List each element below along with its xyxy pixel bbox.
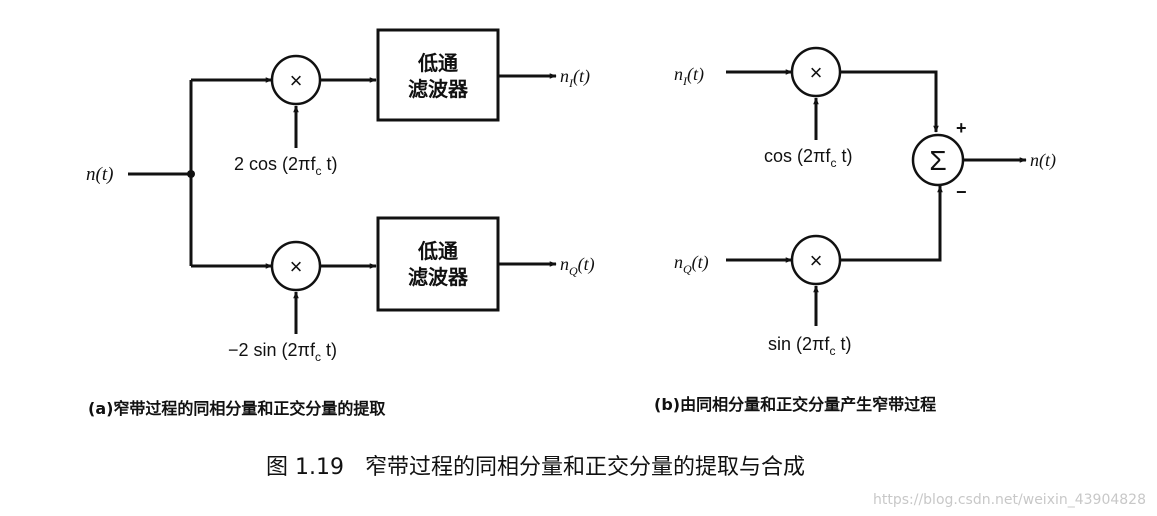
upper-filter-line1: 低通 — [417, 51, 458, 75]
input-nq-label: nQ(t) — [674, 252, 709, 276]
caption-b: (b)由同相分量和正交分量产生窄带过程 — [654, 395, 936, 414]
upper-multiplier-symbol: × — [290, 68, 303, 93]
lower-filter-line1: 低通 — [417, 239, 458, 263]
cos-multiplier-symbol: × — [810, 60, 823, 85]
lower-multiplier-symbol: × — [290, 254, 303, 279]
upper-carrier-label: 2 cos (2πfc t) — [234, 154, 337, 178]
figure-caption: 图 1.19 窄带过程的同相分量和正交分量的提取与合成 — [266, 455, 805, 480]
minus-sign: − — [956, 182, 967, 202]
input-ni-label: nI(t) — [674, 64, 704, 88]
panel-b: nI(t) × cos (2πfc t) nQ(t) × sin (2πfc t… — [654, 46, 1056, 414]
sin-to-sum-path — [840, 185, 943, 262]
cos-to-sum-path — [840, 70, 939, 133]
output-n-label: n(t) — [1030, 150, 1056, 171]
plus-sign: + — [956, 118, 967, 138]
output-nq-label: nQ(t) — [560, 254, 595, 278]
lower-carrier-label: −2 sin (2πfc t) — [228, 340, 337, 364]
lower-lowpass-filter — [376, 216, 500, 312]
watermark: https://blog.csdn.net/weixin_43904828 — [873, 492, 1146, 508]
input-label: n(t) — [86, 164, 113, 185]
panel-a: n(t) × 2 cos (2πfc t) 低通 滤波器 nI(t) × −2 … — [86, 28, 595, 418]
upper-filter-line2: 滤波器 — [408, 77, 469, 101]
cos-carrier-label: cos (2πfc t) — [764, 146, 852, 170]
caption-a: (a)窄带过程的同相分量和正交分量的提取 — [88, 399, 385, 418]
upper-lowpass-filter — [376, 28, 500, 122]
output-ni-label: nI(t) — [560, 66, 590, 90]
sin-carrier-label: sin (2πfc t) — [768, 334, 851, 358]
sin-multiplier-symbol: × — [810, 248, 823, 273]
sigma-symbol: Σ — [929, 145, 946, 176]
lower-filter-line2: 滤波器 — [408, 265, 469, 289]
